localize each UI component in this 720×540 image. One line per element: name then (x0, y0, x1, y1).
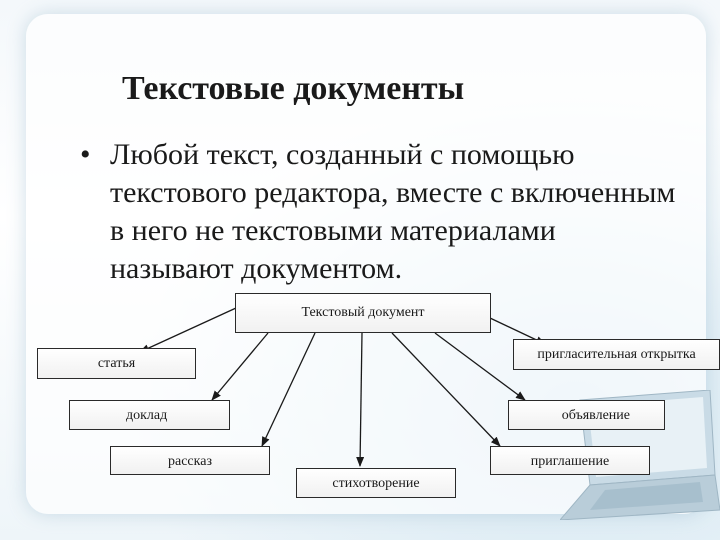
bullet-text: Любой текст, созданный с помощью текстов… (110, 136, 720, 288)
arrow-to-priglashenie (391, 332, 501, 447)
bullet-line: текстового редактора, вместе с включенны… (110, 176, 676, 209)
node-priglashenie: приглашение (490, 446, 650, 475)
arrow-to-statya (139, 307, 237, 353)
root-node: Текстовый документ (235, 293, 491, 333)
bullet-line: называют документом. (110, 252, 403, 285)
bullet-line: Любой текст, созданный с помощью (110, 138, 575, 171)
slide-title: Текстовые документы (122, 70, 465, 107)
node-rasskaz: рассказ (110, 446, 270, 475)
node-doklad: доклад (69, 400, 230, 430)
node-statya: статья (37, 348, 196, 379)
node-priglasitelnaya-otkrytka: пригласительная открытка (513, 339, 720, 370)
arrow-to-obyavlenie (434, 332, 526, 401)
arrow-to-rasskaz (261, 332, 316, 447)
bullet-line: в него не текстовыми материалами (110, 214, 556, 247)
bullet-marker: • (80, 138, 91, 171)
node-stikhotvorenie: стихотворение (296, 468, 456, 498)
arrow-to-doklad (211, 332, 269, 401)
arrow-to-stikhotvorenie (356, 332, 365, 467)
node-obyavlenie: объявление (508, 400, 665, 430)
